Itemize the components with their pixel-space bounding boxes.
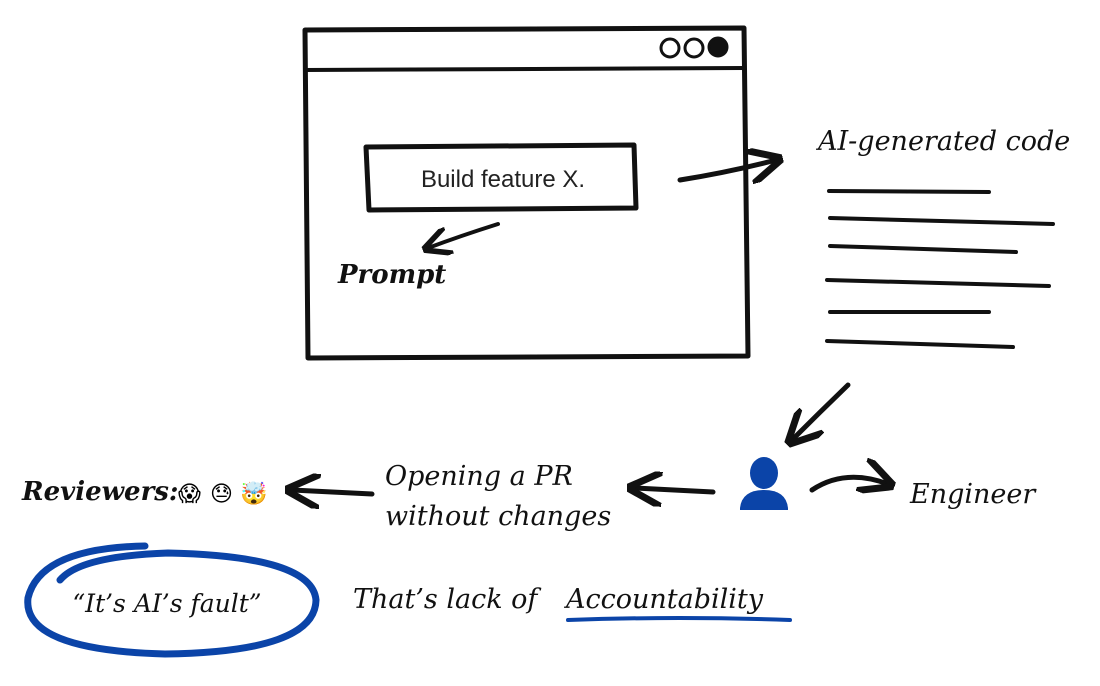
arrow-to-engineer-label (809, 477, 888, 490)
circle-icon[interactable] (659, 37, 681, 59)
arrow-code-to-engineer (792, 382, 851, 440)
reviewer-emojis: 😱 😓 🤯 (178, 481, 267, 507)
blue-scribble-circle (24, 542, 320, 658)
code-lines (825, 189, 1055, 349)
window-frame (302, 25, 751, 361)
exploding-head-emoji-icon: 🤯 (240, 481, 267, 507)
engineer-label: Engineer (909, 479, 1037, 510)
arrow-to-prompt-label (428, 222, 500, 248)
prompt-box-text: Build feature X. (421, 166, 585, 193)
lack-text: That’s lack of (353, 584, 541, 615)
prompt-box[interactable] (363, 142, 639, 213)
arrow-pr-to-reviewers (292, 490, 375, 494)
reviewers-label: Reviewers: (21, 477, 179, 507)
quote-text: “It’s AI’s fault” (72, 589, 261, 618)
code-line (825, 278, 1051, 288)
pr-text-line-1: Opening a PR (385, 461, 573, 492)
code-line (828, 216, 1055, 226)
code-line (828, 244, 1018, 254)
browser-window: Build feature X. Prompt (302, 25, 751, 361)
pr-text-line-2: without changes (385, 501, 611, 532)
prompt-label: Prompt (337, 260, 446, 290)
scream-emoji-icon: 😱 (178, 482, 201, 507)
sweat-emoji-icon: 😓 (210, 482, 233, 507)
filled-circle-icon[interactable] (707, 36, 729, 58)
person-icon (740, 457, 788, 510)
quote-circle (24, 542, 320, 658)
arrow-engineer-to-pr (634, 488, 716, 492)
circle-icon[interactable] (683, 37, 705, 59)
arrow-to-ai-code (677, 160, 776, 180)
code-line (825, 339, 1015, 349)
accountability-text: Accountability (563, 584, 764, 615)
accountability-underline (566, 616, 792, 622)
ai-code-label: AI-generated code (815, 126, 1070, 157)
window-titlebar-divider (303, 66, 746, 72)
code-line (827, 189, 991, 194)
